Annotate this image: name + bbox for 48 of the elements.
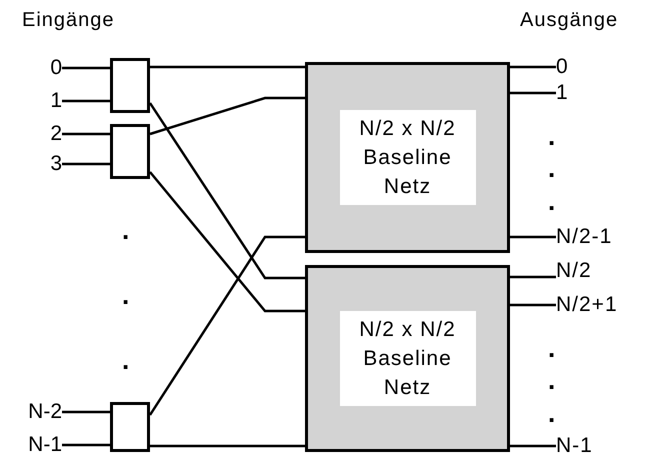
block-label: N/2 x N/2 Baseline Netz — [340, 110, 476, 205]
input-label: 2 — [10, 123, 62, 145]
connection-line — [62, 410, 110, 414]
connection-line — [510, 304, 556, 306]
connection-line — [62, 444, 110, 446]
connection-line — [510, 236, 556, 238]
output-label: 1 — [556, 81, 616, 105]
output-label: N/2 — [556, 259, 646, 283]
connection-line — [149, 171, 305, 312]
output-label: 0 — [556, 55, 616, 79]
input-label: N-2 — [0, 401, 62, 423]
connection-line — [510, 444, 556, 448]
network-block — [305, 62, 510, 253]
ellipsis-dot: . — [548, 338, 556, 358]
ellipsis-dot: . — [548, 126, 556, 146]
connection-line — [62, 100, 110, 102]
switch-box — [110, 58, 150, 113]
connection-line — [150, 96, 305, 136]
column-heading: Eingänge — [22, 8, 115, 32]
ellipsis-dot: . — [548, 370, 556, 390]
output-label: N/2-1 — [556, 225, 646, 249]
connection-line — [510, 66, 556, 68]
connection-line — [62, 132, 110, 136]
connection-line — [148, 236, 305, 416]
connection-line — [62, 162, 110, 166]
ellipsis-dot: . — [548, 403, 556, 423]
column-heading: Ausgänge — [520, 8, 618, 32]
switch-box — [110, 124, 150, 179]
input-label: N-1 — [0, 434, 62, 455]
output-label: N/2+1 — [556, 293, 646, 317]
network-block — [305, 265, 510, 452]
input-label: 1 — [10, 90, 62, 112]
connection-line — [510, 276, 556, 278]
input-label: 0 — [10, 57, 62, 79]
connection-line — [150, 444, 305, 448]
ellipsis-dot: . — [122, 285, 130, 305]
ellipsis-dot: . — [548, 191, 556, 211]
connection-line — [62, 66, 110, 70]
input-label: 3 — [10, 153, 62, 175]
ellipsis-dot: . — [122, 350, 130, 370]
ellipsis-dot: . — [122, 220, 130, 240]
connection-line — [150, 66, 305, 68]
block-label: N/2 x N/2 Baseline Netz — [340, 311, 476, 406]
switch-box — [110, 402, 150, 452]
connection-line — [148, 102, 305, 280]
connection-line — [510, 92, 556, 94]
ellipsis-dot: . — [548, 158, 556, 178]
output-label: N-1 — [556, 434, 646, 455]
